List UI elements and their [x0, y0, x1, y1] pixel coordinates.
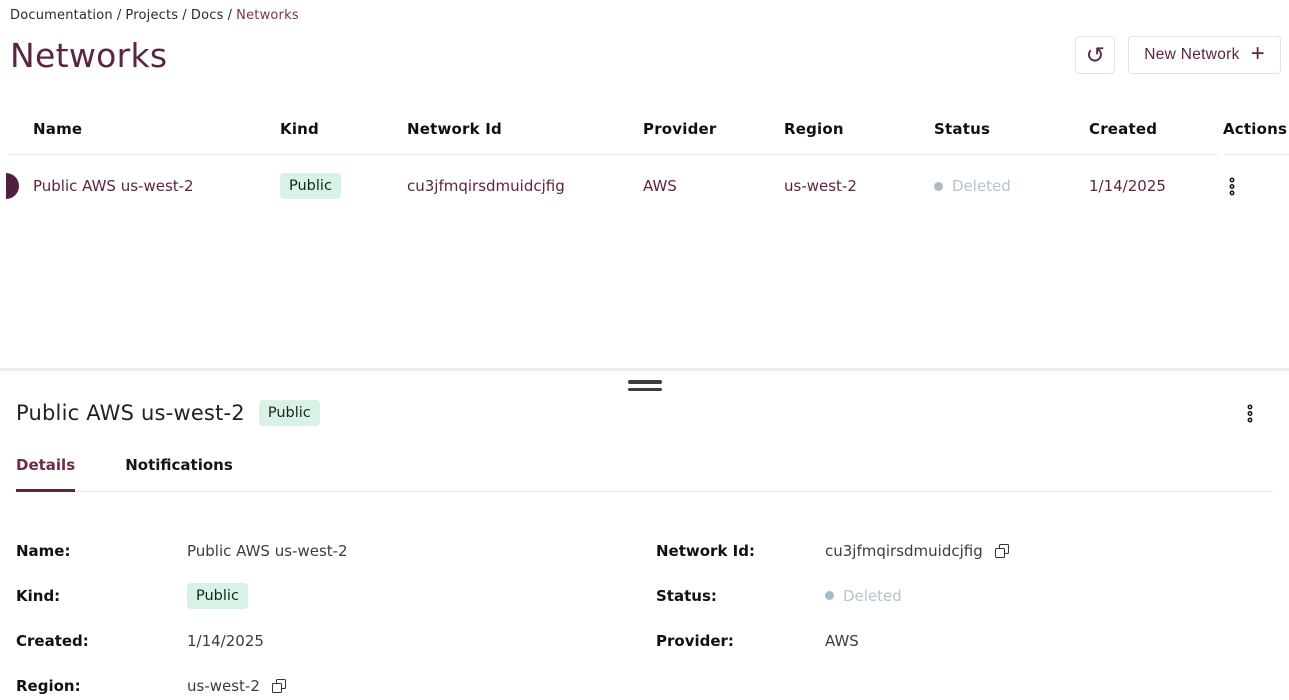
detail-label-region: Region: — [16, 676, 81, 695]
tab-notifications[interactable]: Notifications — [125, 444, 233, 492]
tab-details[interactable]: Details — [16, 444, 76, 492]
breadcrumb-item-networks[interactable]: Networks — [236, 8, 299, 23]
status-label: Deleted — [952, 177, 1011, 195]
detail-value-provider: AWS — [825, 631, 859, 650]
table-header-row: Name Kind Network Id Provider Region Sta… — [0, 103, 1289, 155]
details-grid: Name: Public AWS us-west-2 Kind: Public … — [0, 528, 1289, 700]
new-network-label: New Network — [1144, 46, 1240, 63]
detail-row-kind: Kind: Public — [16, 573, 656, 618]
drag-handle-bar — [627, 387, 662, 391]
panel-title: Public AWS us-west-2 — [16, 401, 245, 425]
row-actions-menu-button[interactable] — [1223, 173, 1241, 200]
detail-row-network-id: Network Id: cu3jfmqirsdmuidcjfig — [656, 528, 1289, 573]
breadcrumb: Documentation/Projects/Docs/Networks — [0, 0, 1289, 23]
detail-value-network-id: cu3jfmqirsdmuidcjfig — [825, 542, 1289, 560]
table-row[interactable]: Public AWS us-west-2 Public cu3jfmqirsdm… — [0, 155, 1289, 217]
detail-label-name: Name: — [16, 541, 71, 560]
cell-kind: Public — [280, 173, 407, 199]
detail-label-status: Status: — [656, 586, 717, 605]
detail-row-provider: Provider: AWS — [656, 618, 1289, 663]
drag-handle-bar — [627, 380, 662, 384]
column-header-status: Status — [934, 120, 991, 138]
column-header-region: Region — [784, 120, 844, 138]
breadcrumb-item-docs[interactable]: Docs — [190, 8, 224, 23]
details-left-column: Name: Public AWS us-west-2 Kind: Public … — [16, 528, 656, 700]
breadcrumb-item-projects[interactable]: Projects — [125, 8, 179, 23]
cell-network-id: cu3jfmqirsdmuidcjfig — [407, 177, 565, 195]
kebab-menu-icon — [1229, 177, 1235, 195]
detail-row-region: Region: us-west-2 — [16, 663, 656, 700]
selected-row-indicator — [6, 173, 19, 199]
detail-label-network-id: Network Id: — [656, 541, 755, 560]
status-dot-icon — [825, 591, 834, 600]
kebab-menu-icon — [1247, 404, 1253, 422]
detail-label-kind: Kind: — [16, 586, 61, 605]
refresh-button[interactable]: ↺ — [1075, 36, 1116, 74]
detail-label-provider: Provider: — [656, 631, 734, 650]
column-header-network-id: Network Id — [407, 120, 502, 138]
column-header-created: Created — [1089, 120, 1158, 138]
detail-row-name: Name: Public AWS us-west-2 — [16, 528, 656, 573]
cell-name: Public AWS us-west-2 — [33, 177, 194, 195]
cell-status: Deleted — [934, 177, 1089, 195]
detail-value-status: Deleted — [825, 587, 1289, 605]
header-divider-actions — [1224, 154, 1289, 155]
new-network-button[interactable]: New Network + — [1128, 36, 1281, 74]
header-actions: ↺ New Network + — [1075, 36, 1281, 74]
detail-row-created: Created: 1/14/2025 — [16, 618, 656, 663]
cell-provider: AWS — [643, 177, 677, 195]
column-header-provider: Provider — [643, 120, 717, 138]
tabs-underline — [16, 491, 1273, 492]
status-value-text: Deleted — [843, 586, 902, 605]
copy-region-button[interactable] — [271, 678, 286, 693]
panel-actions-menu-button[interactable] — [1241, 400, 1259, 427]
kind-badge: Public — [280, 173, 341, 199]
detail-value-kind: Public — [187, 582, 656, 609]
networks-table: Name Kind Network Id Provider Region Sta… — [0, 103, 1289, 217]
breadcrumb-separator: / — [116, 8, 122, 23]
detail-label-created: Created: — [16, 631, 89, 650]
details-right-column: Network Id: cu3jfmqirsdmuidcjfig Status:… — [656, 528, 1289, 700]
panel-top-divider — [0, 368, 1289, 371]
copy-network-id-button[interactable] — [994, 543, 1009, 558]
page-header: Networks ↺ New Network + — [0, 33, 1289, 77]
breadcrumb-item-documentation[interactable]: Documentation — [10, 8, 113, 23]
page-title: Networks — [10, 35, 168, 75]
breadcrumb-separator: / — [227, 8, 233, 23]
region-value-text: us-west-2 — [187, 676, 260, 695]
network-id-value-text: cu3jfmqirsdmuidcjfig — [825, 541, 983, 560]
panel-drag-handle[interactable] — [627, 380, 662, 391]
detail-panel: Public AWS us-west-2 Public Details Noti… — [0, 368, 1289, 700]
header-divider — [10, 154, 1218, 155]
panel-header: Public AWS us-west-2 Public — [0, 396, 1289, 430]
detail-row-status: Status: Deleted — [656, 573, 1289, 618]
detail-value-name: Public AWS us-west-2 — [187, 541, 348, 560]
cell-region: us-west-2 — [784, 177, 857, 195]
breadcrumb-separator: / — [182, 8, 187, 23]
panel-kind-badge: Public — [258, 400, 320, 426]
plus-icon: + — [1250, 40, 1265, 67]
detail-value-region: us-west-2 — [187, 677, 656, 695]
column-header-kind: Kind — [280, 120, 319, 138]
column-header-actions: Actions — [1223, 120, 1288, 138]
refresh-icon: ↺ — [1085, 41, 1105, 68]
cell-created: 1/14/2025 — [1089, 177, 1166, 195]
kind-badge: Public — [187, 582, 248, 609]
status-dot-icon — [934, 181, 943, 191]
column-header-name: Name — [33, 120, 83, 138]
cell-actions — [1223, 173, 1289, 200]
content-spacer — [0, 217, 1289, 368]
panel-tabs: Details Notifications — [0, 444, 1289, 492]
detail-value-created: 1/14/2025 — [187, 631, 264, 650]
